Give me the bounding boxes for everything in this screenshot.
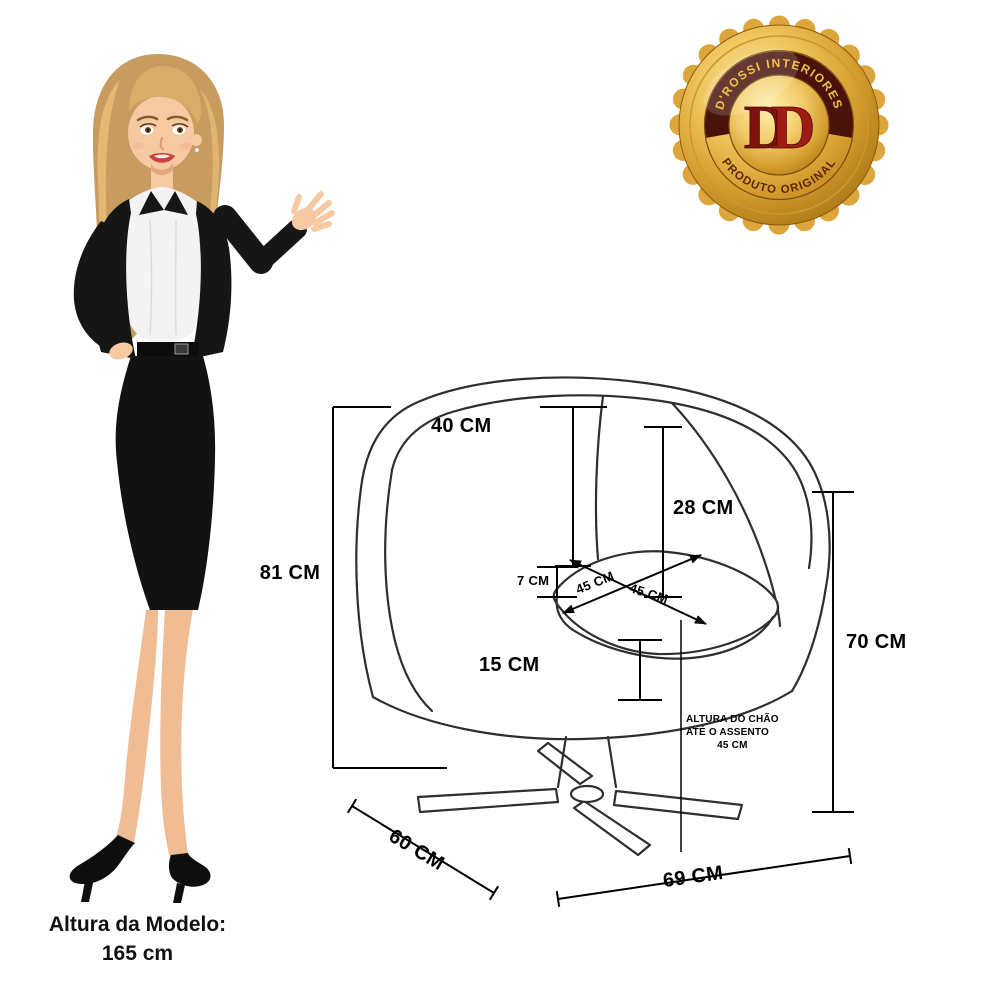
badge-monogram-left: D <box>744 94 789 162</box>
brand-badge: D'ROSSI INTERIORES PRODUTO ORIGINAL D D <box>666 12 892 238</box>
brand-badge-seal: D'ROSSI INTERIORES PRODUTO ORIGINAL D D <box>669 15 889 235</box>
lapel-left <box>139 191 164 215</box>
arm-on-hip <box>73 221 127 353</box>
high-heel-right <box>168 853 211 887</box>
badge-emboss-ring <box>689 35 869 215</box>
badge-maroon-band <box>705 51 853 138</box>
chair-arm-left-inner <box>384 468 434 713</box>
hand-on-hip <box>109 342 133 360</box>
chair-cushion-front-edge <box>555 594 775 660</box>
blush-right <box>180 142 192 150</box>
chair-base-leg-front <box>572 799 652 857</box>
chair-base-leg-back <box>536 741 594 786</box>
top-fold <box>149 219 153 336</box>
model-illustration <box>69 54 335 903</box>
chair-shell-outline <box>355 376 831 699</box>
dim-60-line <box>351 805 495 894</box>
dim-69-line <box>557 855 851 900</box>
dim-60-tick-b <box>488 885 500 901</box>
label-total-height-left: 81 CM <box>259 562 321 584</box>
belt-buckle <box>174 343 189 355</box>
high-heel-left <box>69 835 135 885</box>
leg-left <box>116 610 158 843</box>
nose <box>159 137 164 150</box>
chair-pedestal <box>556 735 618 789</box>
label-inner-back-height: 28 CM <box>673 497 734 519</box>
blush-left <box>132 142 144 150</box>
floor-note-line2: ATÉ O ASSENTO <box>686 727 769 738</box>
dim-69-tick-a <box>555 890 561 908</box>
label-back-height: 40 CM <box>431 415 492 437</box>
badge-band-outer-ring <box>703 49 855 201</box>
white-top <box>124 187 203 343</box>
chair-base-hub <box>569 784 605 804</box>
blazer-right <box>191 201 232 359</box>
eyes <box>139 123 189 135</box>
belt <box>137 342 199 356</box>
model-height-caption-line2: 165 cm <box>101 942 174 965</box>
model-height-caption: Altura da Modelo: 165 cm <box>20 910 255 968</box>
dim-69-tick-b <box>847 847 853 865</box>
floor-note-line1: ALTURA DO CHÃO <box>686 714 779 725</box>
earring <box>194 147 200 153</box>
eyebrow-left <box>136 115 159 122</box>
label-cushion-thickness: 7 CM <box>515 573 552 588</box>
chair-base-leg-right <box>612 789 744 821</box>
open-hand <box>291 191 335 232</box>
badge-monogram-right: D <box>771 94 816 162</box>
label-under-seat-clearance: 15 CM <box>479 654 540 676</box>
label-total-height-right: 70 CM <box>846 631 907 653</box>
teeth <box>154 154 170 159</box>
heel-spike-left <box>81 881 93 902</box>
arm-extended-forearm <box>251 219 307 272</box>
chair-line-drawing <box>355 376 831 857</box>
lapel-right <box>164 191 188 215</box>
ear <box>190 134 202 146</box>
bangs <box>129 66 202 124</box>
dim-45-depth-arrow <box>569 559 707 625</box>
leg-right <box>160 610 193 858</box>
model-height-caption-line1: Altura da Modelo: <box>48 913 227 936</box>
chair-base-leg-left <box>416 787 560 814</box>
dim-60-tick-a <box>346 798 358 814</box>
floor-note-line3: 45 CM <box>717 740 748 751</box>
heel-spike-right <box>173 883 185 903</box>
chair-back-crease <box>594 394 605 561</box>
dimension-lines <box>332 406 854 908</box>
face <box>128 96 194 170</box>
neck-shadow <box>151 163 173 176</box>
badge-inner-disc <box>728 74 830 176</box>
hair-highlight-right <box>200 90 220 240</box>
badge-shine <box>703 48 799 116</box>
eyebrow-right <box>166 115 189 122</box>
chair-rim-inner <box>390 394 813 570</box>
chair-shell-bottom <box>371 689 794 741</box>
label-floor-to-seat-note: ALTURA DO CHÃO ATÉ O ASSENTO 45 CM <box>686 713 779 752</box>
pencil-skirt <box>115 356 216 610</box>
